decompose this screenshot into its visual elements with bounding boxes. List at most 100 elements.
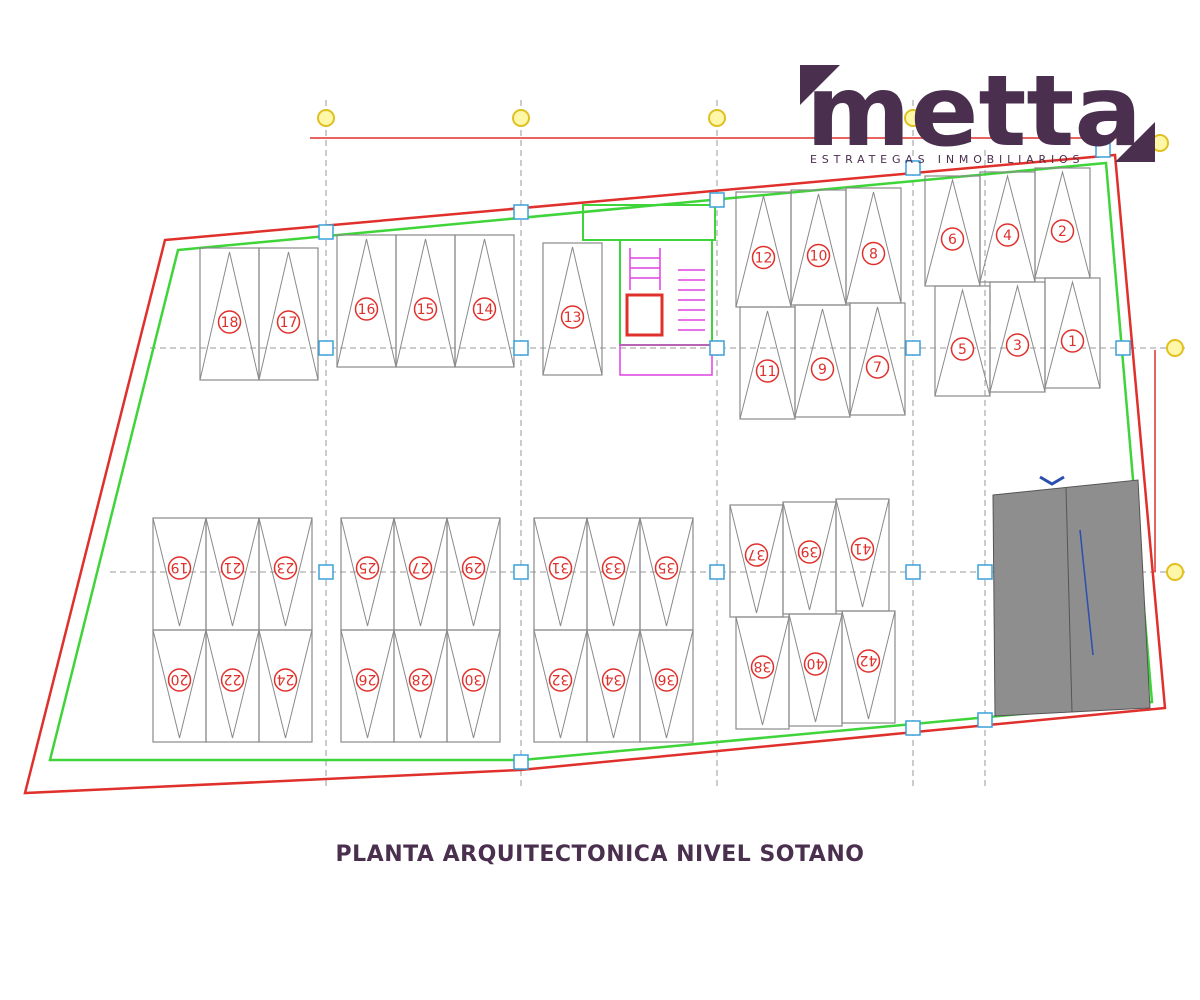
spot-number-circle	[167, 668, 192, 692]
parking-spot: 7	[849, 302, 906, 416]
vehicle-marking	[446, 629, 501, 739]
spot-number-circle	[548, 556, 573, 580]
site-boundary-outer	[23, 153, 1167, 795]
spot-number: 32	[552, 671, 570, 687]
spot-number: 9	[818, 362, 827, 378]
parking-spot: 35	[639, 517, 694, 631]
parking-spot: 6	[924, 175, 981, 287]
parking-spot: 23	[258, 517, 313, 631]
spot-number: 35	[658, 559, 676, 575]
structural-column	[513, 204, 529, 220]
spot-number: 40	[807, 655, 825, 671]
structural-column	[905, 160, 921, 176]
parking-spot: 12	[735, 191, 792, 308]
vehicle-marking	[924, 178, 981, 287]
structural-column	[1095, 142, 1111, 158]
vehicle-marking	[542, 246, 603, 376]
spot-number-circle	[217, 310, 242, 334]
spot-number-circle	[355, 668, 380, 692]
spot-number: 36	[658, 671, 676, 687]
vehicle-marking	[454, 238, 515, 368]
vehicle-marking	[586, 629, 641, 739]
spot-number: 34	[605, 671, 623, 687]
spot-number-circle	[472, 297, 497, 321]
dimension-line-top	[310, 137, 1156, 572]
structural-column	[709, 192, 725, 208]
parking-spot: 27	[393, 517, 448, 631]
spot-number: 14	[476, 302, 494, 318]
spot-number: 23	[277, 559, 295, 575]
parking-spot: 42	[841, 610, 896, 724]
parking-spot: 38	[735, 616, 790, 730]
plan-caption: PLANTA ARQUITECTONICA NIVEL SOTANO	[335, 842, 865, 867]
spot-number-circle	[755, 359, 780, 383]
parking-spot: 5	[934, 285, 991, 397]
vehicle-marking	[794, 308, 851, 418]
spot-number: 22	[224, 671, 242, 687]
spot-number-circle	[413, 297, 438, 321]
spot-number: 13	[564, 310, 582, 326]
spot-number: 19	[171, 559, 189, 575]
spot-number-circle	[408, 668, 433, 692]
spot-number: 31	[552, 559, 570, 575]
structural-column	[905, 564, 921, 580]
parking-spot: 13	[542, 242, 603, 376]
spot-number-circle	[461, 556, 486, 580]
spot-number-circle	[744, 543, 769, 567]
spot-number: 24	[277, 671, 295, 687]
parking-spot: 34	[586, 629, 641, 743]
vehicle-marking	[979, 174, 1036, 283]
spot-number-circle	[654, 556, 679, 580]
spot-number: 4	[1003, 228, 1012, 244]
vehicle-marking	[639, 517, 694, 627]
spot-number-circle	[750, 655, 775, 679]
parking-spot-outline	[258, 629, 313, 743]
parking-spot-outline	[841, 610, 896, 724]
logo-corner-icon	[1115, 122, 1155, 162]
vehicle-marking	[533, 629, 588, 739]
spot-number: 38	[754, 658, 772, 674]
spot-number-circle	[751, 245, 776, 270]
parking-spot: 24	[258, 629, 313, 743]
vehicle-marking	[395, 238, 456, 368]
vehicle-marking	[835, 498, 890, 608]
spot-number-circle	[850, 537, 875, 561]
vehicle-marking	[845, 191, 902, 304]
spot-number-circle	[950, 337, 975, 361]
spot-number-circle	[1005, 333, 1030, 357]
parking-spot: 26	[340, 629, 395, 743]
spot-number: 26	[359, 671, 377, 687]
brand-name: metta	[806, 55, 1142, 169]
spot-number-circle	[354, 297, 379, 321]
spot-number-circle	[220, 556, 245, 580]
vehicle-marking	[1044, 280, 1101, 389]
parking-spot-outline	[454, 234, 515, 368]
vehicle-marking	[849, 306, 906, 416]
structural-column	[318, 224, 334, 240]
parking-spot: 17	[258, 247, 319, 381]
stair-core	[582, 204, 716, 376]
vehicle-marking	[989, 284, 1046, 393]
parking-spot: 36	[639, 629, 694, 743]
parking-spot-outline	[639, 629, 694, 743]
spot-number-circle	[408, 556, 433, 580]
parking-spot: 4	[979, 171, 1036, 283]
spot-number-circle	[560, 305, 585, 329]
structural-column	[513, 340, 529, 356]
spot-number-circle	[461, 668, 486, 692]
parking-spot-outline	[849, 302, 906, 416]
parking-spot-outline	[542, 242, 603, 376]
vehicle-marking	[336, 238, 397, 368]
structural-column	[318, 340, 334, 356]
spot-number: 6	[948, 232, 957, 248]
spot-number: 1	[1068, 334, 1077, 350]
site-boundary-inner	[48, 161, 1154, 762]
structural-column	[709, 564, 725, 580]
spot-number: 37	[748, 546, 766, 562]
spot-number-circle	[865, 355, 890, 379]
spot-number-circle	[167, 556, 192, 580]
parking-spot: 25	[340, 517, 395, 631]
vehicle-marking	[340, 517, 395, 627]
vehicle-marking	[199, 251, 260, 381]
spot-number: 41	[854, 540, 872, 556]
